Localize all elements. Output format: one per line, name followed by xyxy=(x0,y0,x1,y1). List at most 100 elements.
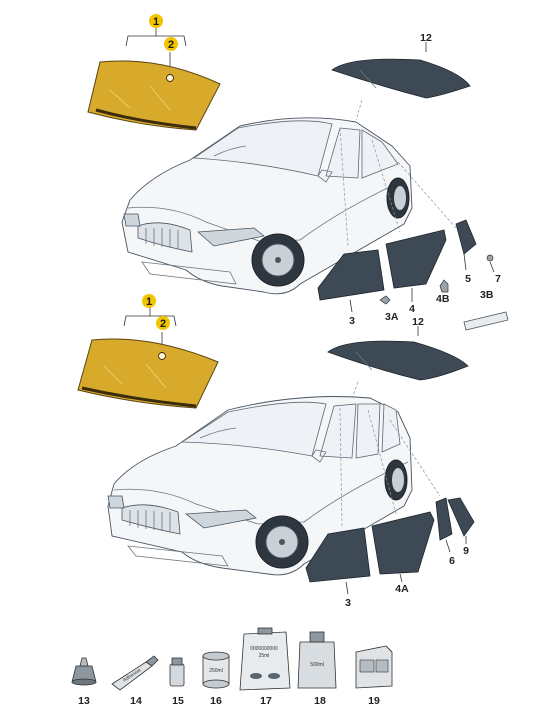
bottom-car-headlight xyxy=(184,509,257,529)
top-car-grille xyxy=(137,222,193,253)
bottom-rear-door-leader xyxy=(399,573,403,583)
top-door-seal-clip xyxy=(379,295,391,305)
bottom-estate-group: 1 2 12 xyxy=(77,294,475,609)
top-liftback-group: 1 2 12 xyxy=(87,14,509,331)
top-car-rear-side-window xyxy=(361,129,399,179)
top-quarter-glass xyxy=(455,219,477,255)
bottom-front-door-leader xyxy=(345,581,349,595)
top-clip-7 xyxy=(486,254,494,262)
top-label-12: 12 xyxy=(420,32,432,44)
cap-tip xyxy=(79,657,89,667)
can-text: 500ml xyxy=(310,662,324,668)
bottom-car-rear-side-window xyxy=(355,403,381,459)
tin-bottom xyxy=(202,679,230,689)
bottom-car-estate xyxy=(107,396,413,576)
pouch-text-2: 25ml xyxy=(259,653,270,659)
bottom-windscreen-bracket xyxy=(123,306,177,327)
top-rear-window xyxy=(331,58,471,99)
top-rear-window-reflection xyxy=(359,69,377,89)
can-cap xyxy=(309,631,325,643)
bottle-cap xyxy=(171,657,183,666)
bottom-rear-window xyxy=(327,340,469,381)
top-car-grille-bars xyxy=(145,228,179,249)
bottom-label-3: 3 xyxy=(345,597,351,609)
bottom-front-door-dash xyxy=(339,407,343,529)
top-car-front-side-window xyxy=(325,127,361,179)
accessory-16-tin: 250ml xyxy=(202,651,230,689)
box-window xyxy=(359,659,375,673)
pouch-text-1: 0000000000 xyxy=(250,646,278,652)
bottom-rear-door-glass xyxy=(371,511,435,575)
top-windscreen-bracket xyxy=(125,26,187,47)
top-car-lower-intake xyxy=(141,261,237,285)
top-windscreen-reflection xyxy=(109,89,131,109)
bottom-callout-1: 1 xyxy=(146,296,152,308)
label-16: 16 xyxy=(210,695,222,707)
bottom-label-4a: 4A xyxy=(395,583,409,595)
top-label-4b: 4B xyxy=(436,293,450,305)
bottom-windscreen xyxy=(77,338,219,409)
bottom-label-12: 12 xyxy=(412,316,424,328)
top-strip-3b xyxy=(463,311,509,331)
tube-cap xyxy=(145,655,159,667)
pouch-body xyxy=(239,631,291,691)
bottom-quarter-glass-b xyxy=(447,497,475,537)
bottom-windscreen-reflection xyxy=(145,363,167,389)
bottom-car-grille-bars xyxy=(129,510,171,532)
bottom-rear-window-reflection xyxy=(355,351,373,371)
top-car-rear-rim xyxy=(394,186,406,210)
pouch-sachet xyxy=(268,673,280,679)
top-label-3: 3 xyxy=(349,315,355,327)
bottom-windscreen-frit xyxy=(81,386,197,408)
top-car-bonnet-line xyxy=(127,206,301,243)
accessory-17-pouch: 0000000000 25ml xyxy=(239,627,291,691)
top-callout-2: 2 xyxy=(168,39,174,51)
bottom-car-front-side-window xyxy=(319,403,357,459)
bottom-quarter-a-leader xyxy=(445,539,451,553)
top-car-wiper xyxy=(213,145,247,157)
bottom-car-quarter-window xyxy=(381,403,401,453)
top-windscreen-frit xyxy=(95,108,197,130)
bottom-rain-sensor xyxy=(158,352,166,360)
top-front-door-glass xyxy=(317,249,385,301)
top-front-door-leader xyxy=(349,299,353,313)
box-window xyxy=(375,659,389,673)
top-rear-door-glass xyxy=(385,229,447,289)
bottom-car-front-hub xyxy=(279,539,285,545)
pouch-sachet xyxy=(250,673,262,679)
pouch-hanger xyxy=(257,627,273,635)
top-rear-door-dash xyxy=(371,139,401,233)
label-18: 18 xyxy=(314,695,326,707)
accessory-15-bottle xyxy=(169,657,185,687)
bottom-callout-2: 2 xyxy=(160,318,166,330)
bottom-car-wiper xyxy=(199,427,237,439)
bottom-car-rear-rim xyxy=(392,468,404,492)
accessories-row: 13 Adhesive 14 15 250ml 16 0000000000 25… xyxy=(71,627,393,707)
label-13: 13 xyxy=(78,695,90,707)
bottom-rear-window-dash xyxy=(351,381,359,399)
bottom-windscreen-reflection xyxy=(103,365,123,385)
bottom-rear-door-dash xyxy=(367,409,397,515)
top-label-7: 7 xyxy=(495,273,501,285)
top-callout-2-marker xyxy=(164,37,178,51)
top-car-front-hub xyxy=(275,257,281,263)
bottom-car-bonnet-line xyxy=(113,488,305,525)
top-label-5: 5 xyxy=(465,273,471,285)
bottom-callout-1-marker xyxy=(142,294,156,308)
top-callout-1: 1 xyxy=(153,16,159,28)
bottom-callout-2-marker xyxy=(156,316,170,330)
label-17: 17 xyxy=(260,695,272,707)
tin-text: 250ml xyxy=(209,668,223,674)
top-car-liftback xyxy=(121,117,413,295)
bottom-front-door-glass xyxy=(305,527,371,583)
top-windscreen-reflection xyxy=(149,85,171,111)
label-15: 15 xyxy=(172,695,184,707)
accessory-18-can: 500ml xyxy=(297,631,337,689)
bottle-body xyxy=(169,663,185,687)
top-clip-leader xyxy=(489,261,495,273)
cap-base xyxy=(71,678,97,686)
top-rear-seal-clip xyxy=(439,279,449,293)
accessory-14-tube: Adhesive xyxy=(111,655,159,691)
label-14: 14 xyxy=(130,695,142,707)
